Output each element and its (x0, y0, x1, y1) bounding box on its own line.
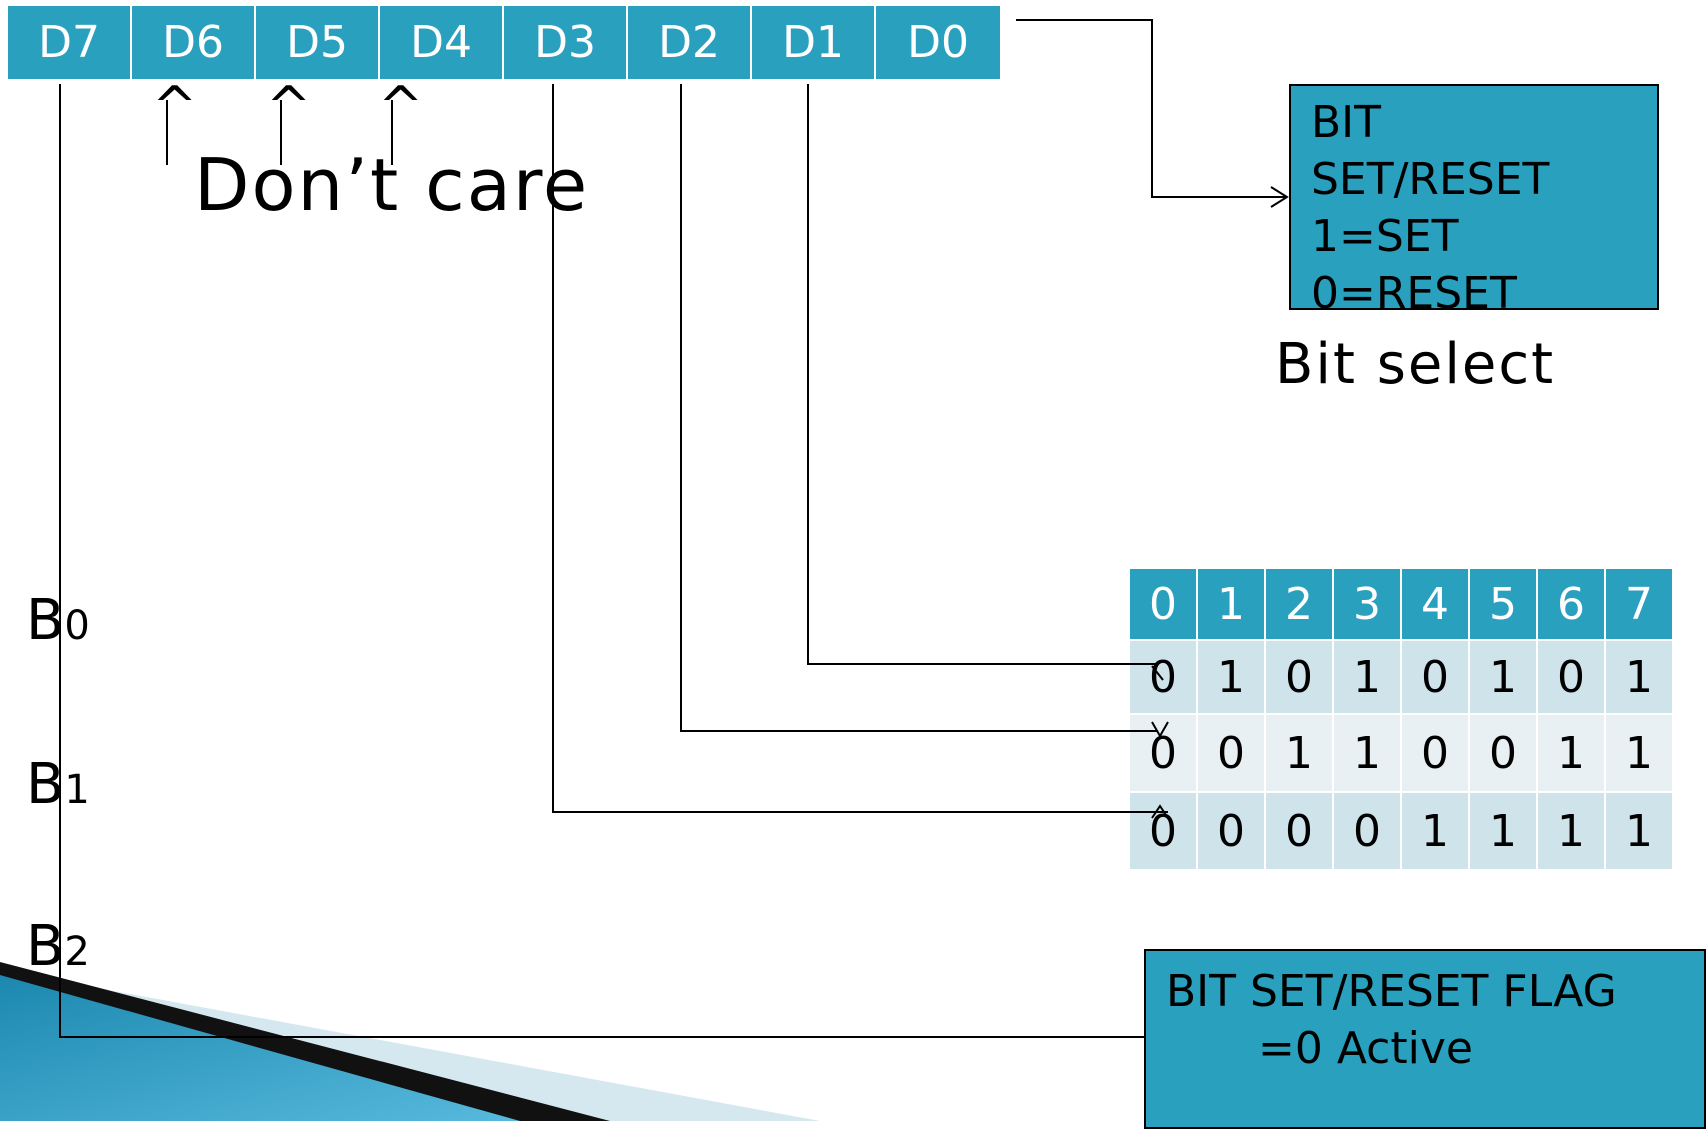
header-cell: 3 (1332, 567, 1402, 641)
b0-label: B0 (26, 588, 90, 653)
table-cell: 0 (1400, 713, 1470, 793)
dont-care-label: Don’t care (194, 143, 590, 227)
d2-connector (680, 84, 1158, 732)
table-cell: 0 (1264, 639, 1334, 715)
b0-subscript: 0 (64, 603, 90, 649)
table-cell: 1 (1264, 713, 1334, 793)
bit-cell-d0: D0 (876, 6, 1000, 79)
bit-cell-d5: D5 (256, 6, 380, 79)
box-line-2: SET/RESET (1311, 154, 1550, 205)
table-cell: 1 (1604, 639, 1674, 715)
bit-cell-d7: D7 (8, 6, 132, 79)
bit-set-reset-box: BIT SET/RESET 1=SET 0=RESET (1289, 84, 1659, 310)
table-row-b1: 0 0 1 1 0 0 1 1 (1128, 713, 1674, 793)
box-line-1: BIT (1311, 97, 1382, 148)
table-cell: 0 (1128, 713, 1198, 793)
table-cell: 0 (1196, 713, 1266, 793)
b0-letter: B (26, 588, 65, 653)
bit-cell-d4: D4 (380, 6, 504, 79)
table-cell: 0 (1196, 791, 1266, 871)
bsr-flag-box: BIT SET/RESET FLAG =0 Active (1144, 949, 1706, 1129)
table-cell: 0 (1332, 791, 1402, 871)
bit-cell-d3: D3 (504, 6, 628, 79)
table-cell: 1 (1536, 791, 1606, 871)
table-cell: 1 (1468, 791, 1538, 871)
header-cell: 1 (1196, 567, 1266, 641)
table-row-b2: 0 0 0 0 1 1 1 1 (1128, 791, 1674, 871)
control-word-register: D7 D6 D5 D4 D3 D2 D1 D0 (8, 6, 1000, 79)
bit-cell-d1: D1 (752, 6, 876, 79)
table-cell: 0 (1128, 639, 1198, 715)
flag-line-2: =0 Active (1258, 1023, 1473, 1074)
dont-care-caret-d6: ^ (152, 75, 198, 138)
d0-connector (1016, 19, 1287, 198)
d3-arrowhead (1151, 804, 1169, 819)
table-cell: 0 (1536, 639, 1606, 715)
header-cell: 5 (1468, 567, 1538, 641)
table-cell: 0 (1264, 791, 1334, 871)
table-row-b0: 0 1 0 1 0 1 0 1 (1128, 639, 1674, 715)
b2-label: B2 (26, 914, 90, 979)
table-cell: 1 (1400, 791, 1470, 871)
b2-subscript: 2 (64, 929, 90, 975)
d7-connector (59, 84, 1144, 1038)
d3-connector (552, 84, 1168, 813)
b1-letter: B (26, 752, 65, 817)
d0-arrowhead (1270, 186, 1289, 208)
box-line-4: 0=RESET (1311, 268, 1517, 310)
dont-care-caret-d5: ^ (266, 75, 312, 138)
table-cell: 1 (1604, 791, 1674, 871)
table-cell: 0 (1468, 713, 1538, 793)
header-cell: 6 (1536, 567, 1606, 641)
bit-select-label: Bit select (1275, 332, 1556, 397)
b2-letter: B (26, 914, 65, 979)
header-cell: 4 (1400, 567, 1470, 641)
table-header-row: 0 1 2 3 4 5 6 7 (1128, 567, 1674, 641)
bit-cell-d6: D6 (132, 6, 256, 79)
bit-cell-d2: D2 (628, 6, 752, 79)
box-line-3: 1=SET (1311, 211, 1459, 262)
flag-line-1: BIT SET/RESET FLAG (1166, 966, 1617, 1017)
table-cell: 1 (1196, 639, 1266, 715)
header-cell: 2 (1264, 567, 1334, 641)
dont-care-caret-d4: ^ (378, 75, 424, 138)
table-cell: 0 (1400, 639, 1470, 715)
table-cell: 1 (1536, 713, 1606, 793)
table-cell: 1 (1332, 713, 1402, 793)
header-cell: 7 (1604, 567, 1674, 641)
d1-connector (807, 84, 1158, 665)
table-cell: 1 (1468, 639, 1538, 715)
table-cell: 1 (1604, 713, 1674, 793)
d2-arrowhead (1151, 721, 1169, 739)
table-cell: 0 (1128, 791, 1198, 871)
d1-arrowhead (1151, 665, 1164, 681)
table-cell: 1 (1332, 639, 1402, 715)
header-cell: 0 (1128, 567, 1198, 641)
bit-select-truth-table: 0 1 2 3 4 5 6 7 0 1 0 1 0 1 0 1 0 0 1 1 … (1128, 567, 1674, 871)
b1-label: B1 (26, 752, 90, 817)
b1-subscript: 1 (64, 767, 90, 813)
